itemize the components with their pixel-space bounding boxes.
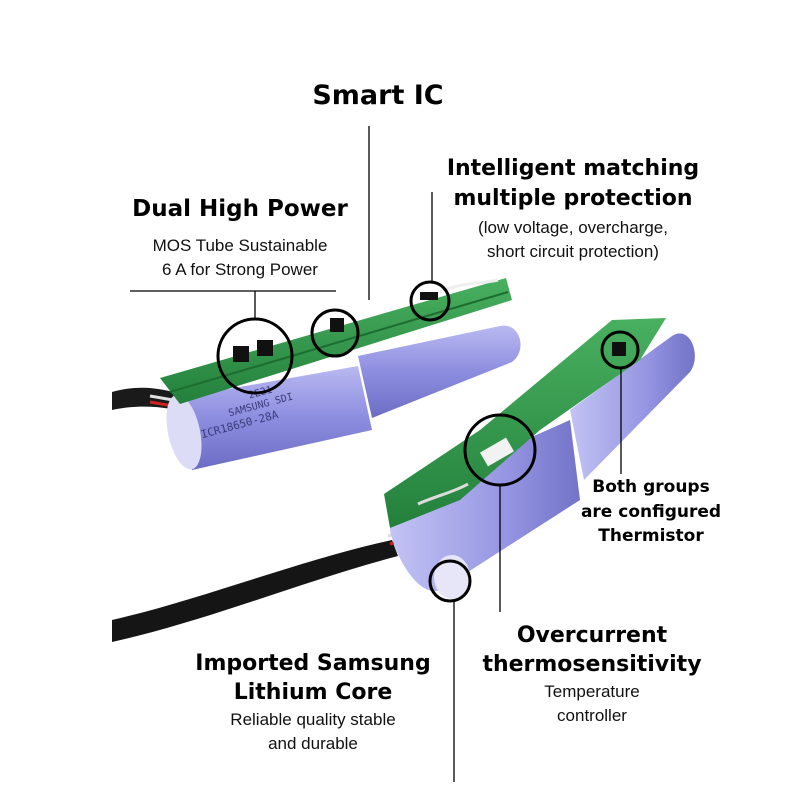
- bottom-pcb: [384, 318, 666, 528]
- overcurrent-line1: Temperature: [544, 682, 640, 701]
- thermistor-line2: are configured: [580, 502, 722, 522]
- samsung-core-title-1: Imported Samsung: [195, 651, 431, 676]
- intelligent-matching-line2: short circuit protection): [487, 242, 659, 261]
- samsung-core-line1: Reliable quality stable: [230, 710, 396, 729]
- overcurrent-line2: controller: [557, 706, 627, 725]
- callout-circle-overcurrent: [463, 413, 537, 487]
- top-pcb: [160, 278, 512, 404]
- dual-high-power-title: Dual High Power: [132, 196, 348, 222]
- samsung-core-line2: and durable: [268, 734, 358, 753]
- top-cell-left: [178, 366, 372, 470]
- dual-high-power-line1: MOS Tube Sustainable: [152, 236, 328, 255]
- callout-circles: [216, 280, 640, 603]
- top-cell-right: [358, 325, 521, 418]
- bottom-cell-right: [570, 333, 695, 480]
- thermistor-line1: Both groups: [592, 477, 710, 497]
- intelligent-matching-title-2: multiple protection: [453, 186, 693, 211]
- callout-circle-samsung: [428, 559, 472, 603]
- callout-circle-protection: [409, 280, 451, 322]
- overcurrent-title-1: Overcurrent: [516, 623, 668, 648]
- intelligent-matching-line1: (low voltage, overcharge,: [478, 218, 668, 237]
- bottom-battery-pack: [112, 318, 695, 642]
- overcurrent-title-2: thermosensitivity: [482, 652, 702, 677]
- leader-lines: [130, 126, 622, 782]
- bottom-cable: [112, 540, 398, 642]
- intelligent-matching-title-1: Intelligent matching: [446, 156, 700, 181]
- callout-circle-thermistor: [600, 330, 640, 370]
- callout-circle-ic: [310, 308, 360, 358]
- top-battery-pack: ICR18650-28A SAMSUNG SDI 2E21: [112, 278, 521, 470]
- smart-ic-title: Smart IC: [312, 80, 444, 111]
- thermistor-line3: Thermistor: [598, 526, 704, 546]
- dual-high-power-line2: 6 A for Strong Power: [162, 260, 318, 279]
- samsung-core-title-2: Lithium Core: [233, 680, 393, 705]
